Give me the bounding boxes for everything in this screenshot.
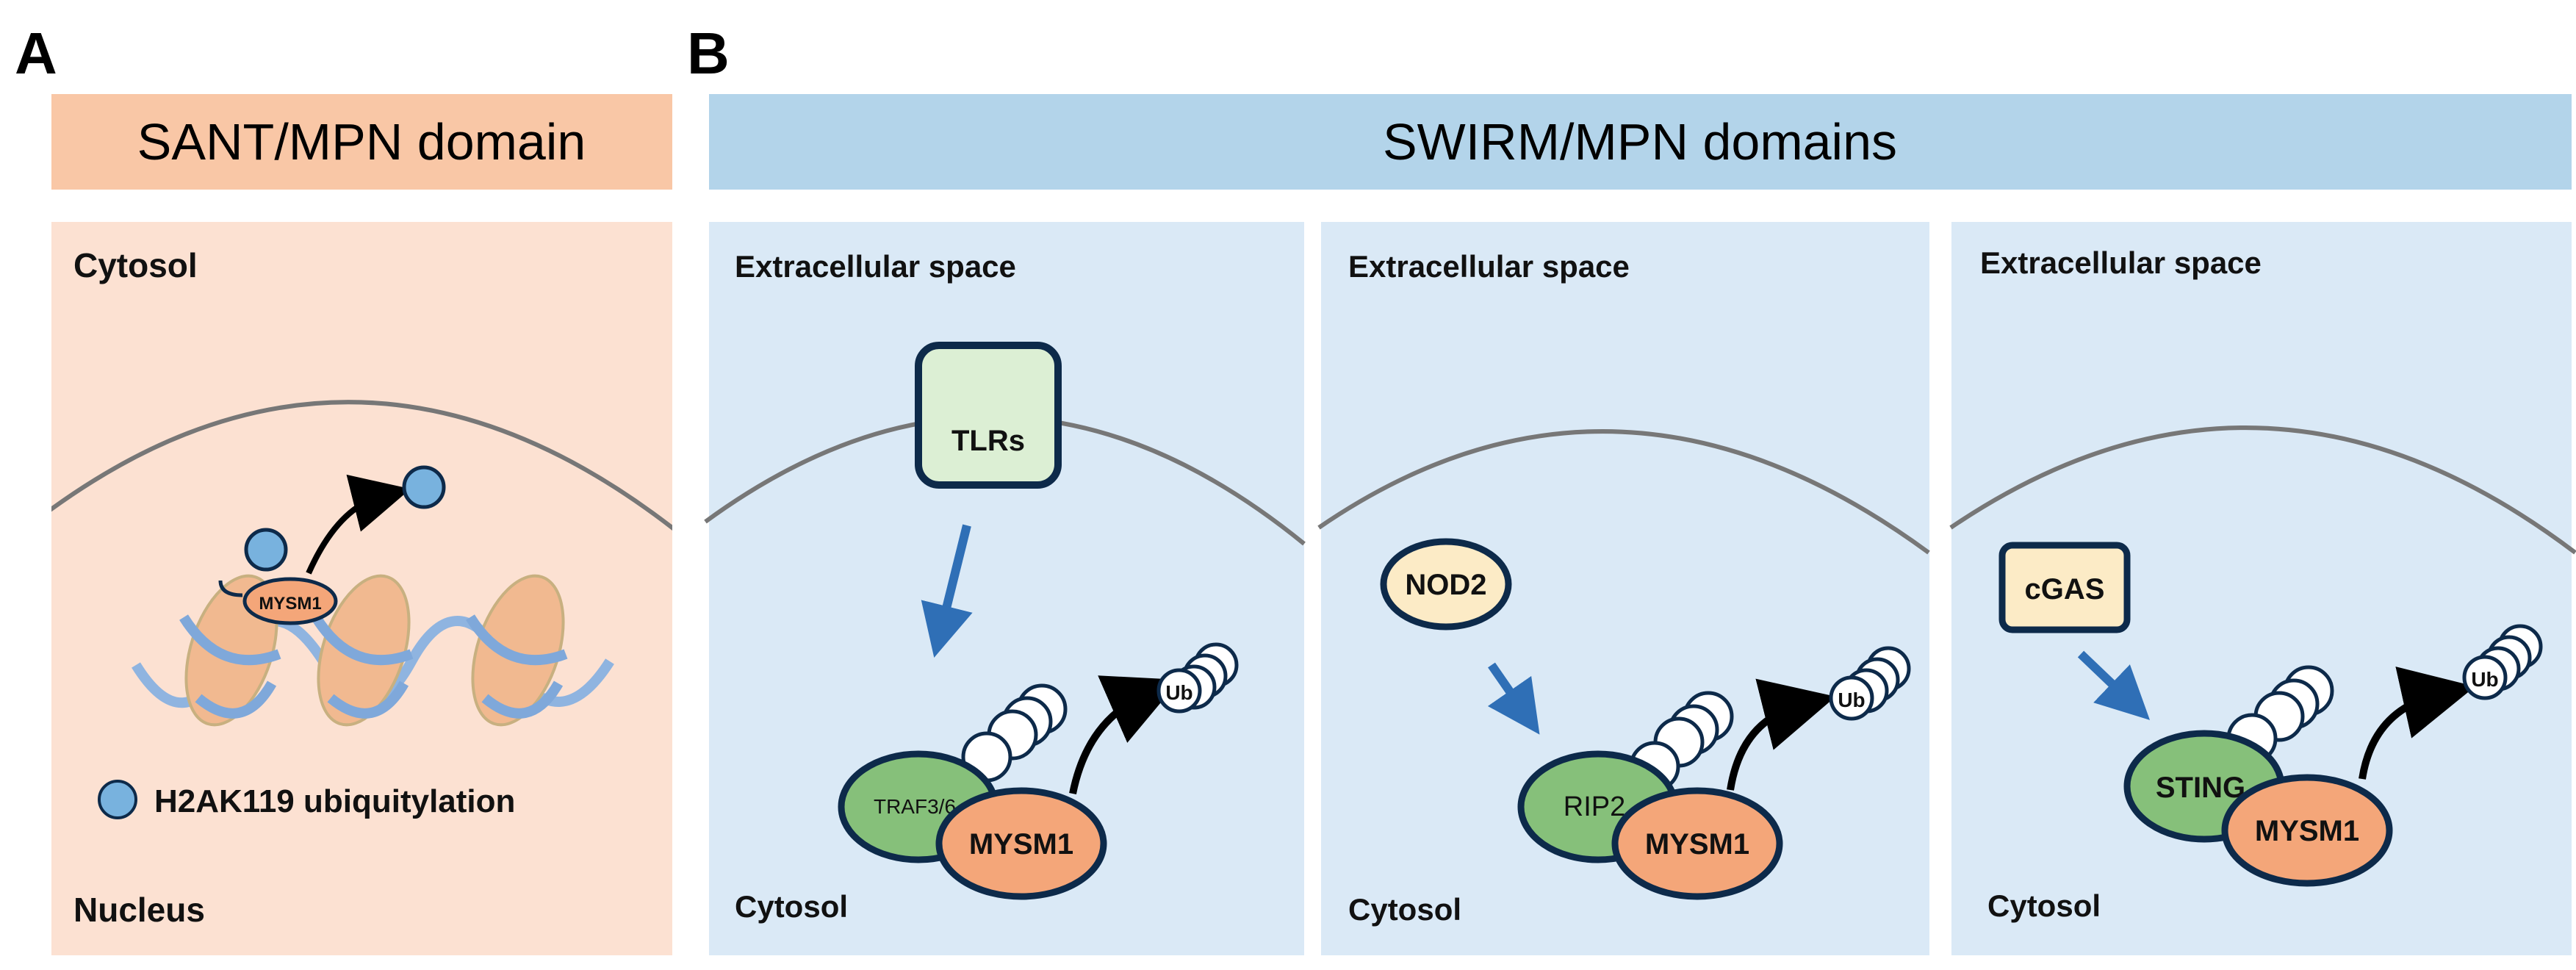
mysm1-small <box>242 577 338 625</box>
panel-a-header: SANT/MPN domain <box>137 113 586 170</box>
ub-chain-on-adaptor <box>2226 665 2334 764</box>
released-ub-chain-icon <box>2462 624 2543 700</box>
svg-text:Cytosol: Cytosol <box>1348 892 1461 927</box>
tlr-receptor <box>915 342 1062 489</box>
svg-text:MYSM1: MYSM1 <box>2255 815 2359 847</box>
removal-arrow <box>306 474 411 575</box>
legend-ub-icon <box>98 780 137 819</box>
mysm1-enzyme <box>2221 774 2393 887</box>
released-ub-chain-icon <box>1829 646 1911 721</box>
ub-tether <box>218 580 243 597</box>
released-ub-icon <box>402 465 446 509</box>
svg-text:Extracellular space: Extracellular space <box>735 249 1016 284</box>
svg-text:TRAF3/6: TRAF3/6 <box>874 795 956 818</box>
panel-b-header: SWIRM/MPN domains <box>1383 113 1897 170</box>
mysm1-enzyme <box>1611 787 1783 900</box>
panel-b-letter: B <box>687 21 730 86</box>
svg-text:MYSM1: MYSM1 <box>969 828 1073 861</box>
signal-arrow <box>1487 662 1540 735</box>
svg-text:STING: STING <box>2156 772 2245 804</box>
svg-text:NOD2: NOD2 <box>1405 569 1486 601</box>
mysm1-small-label: MYSM1 <box>259 594 321 614</box>
released-ub-chain-icon <box>1156 642 1239 714</box>
svg-text:RIP2: RIP2 <box>1564 791 1625 822</box>
panel-a-header-box <box>51 94 672 190</box>
sub-panel-nod2: Extracellular space Cytosol NOD2 RIP2 MY… <box>1317 222 1930 955</box>
nod2-receptor <box>1380 538 1512 630</box>
ub-on-histone-icon <box>244 528 288 572</box>
sub-panel-cgas: Extracellular space Cytosol cGAS STING M… <box>1949 222 2576 955</box>
mysm1-enzyme <box>935 787 1107 900</box>
cgas-sensor <box>1998 542 2131 633</box>
svg-text:Cytosol: Cytosol <box>735 889 848 924</box>
dub-arrow <box>2359 667 2475 780</box>
svg-text:Extracellular space: Extracellular space <box>1980 245 2262 280</box>
panel-a-letter: A <box>15 21 57 86</box>
ub-chain-on-adaptor <box>961 683 1068 783</box>
ub-chain-on-adaptor <box>1629 691 1734 792</box>
svg-text:Ub: Ub <box>2471 668 2498 691</box>
cell-membrane <box>1949 425 2576 555</box>
panel-a-bottom-label: Nucleus <box>73 891 205 929</box>
svg-text:MYSM1: MYSM1 <box>1645 828 1749 861</box>
dub-arrow <box>1069 675 1180 794</box>
svg-text:cGAS: cGAS <box>2025 573 2105 606</box>
svg-text:TLRs: TLRs <box>951 425 1025 457</box>
svg-text:Cytosol: Cytosol <box>1987 888 2101 923</box>
svg-text:Extracellular space: Extracellular space <box>1348 249 1630 284</box>
panel-b-header-box <box>709 94 2572 190</box>
svg-text:Ub: Ub <box>1838 689 1865 711</box>
sub-panel-tlr: Extracellular space Cytosol TLRs TRAF3/6… <box>704 222 1306 955</box>
dub-arrow <box>1727 678 1836 791</box>
signal-arrow <box>2077 650 2151 720</box>
signal-arrow <box>921 524 973 658</box>
cell-membrane <box>1317 429 1930 555</box>
legend-label: H2AK119 ubiquitylation <box>154 783 515 819</box>
svg-text:Ub: Ub <box>1165 681 1192 704</box>
nuclear-membrane <box>51 400 672 531</box>
panel-a-top-label: Cytosol <box>73 246 198 284</box>
